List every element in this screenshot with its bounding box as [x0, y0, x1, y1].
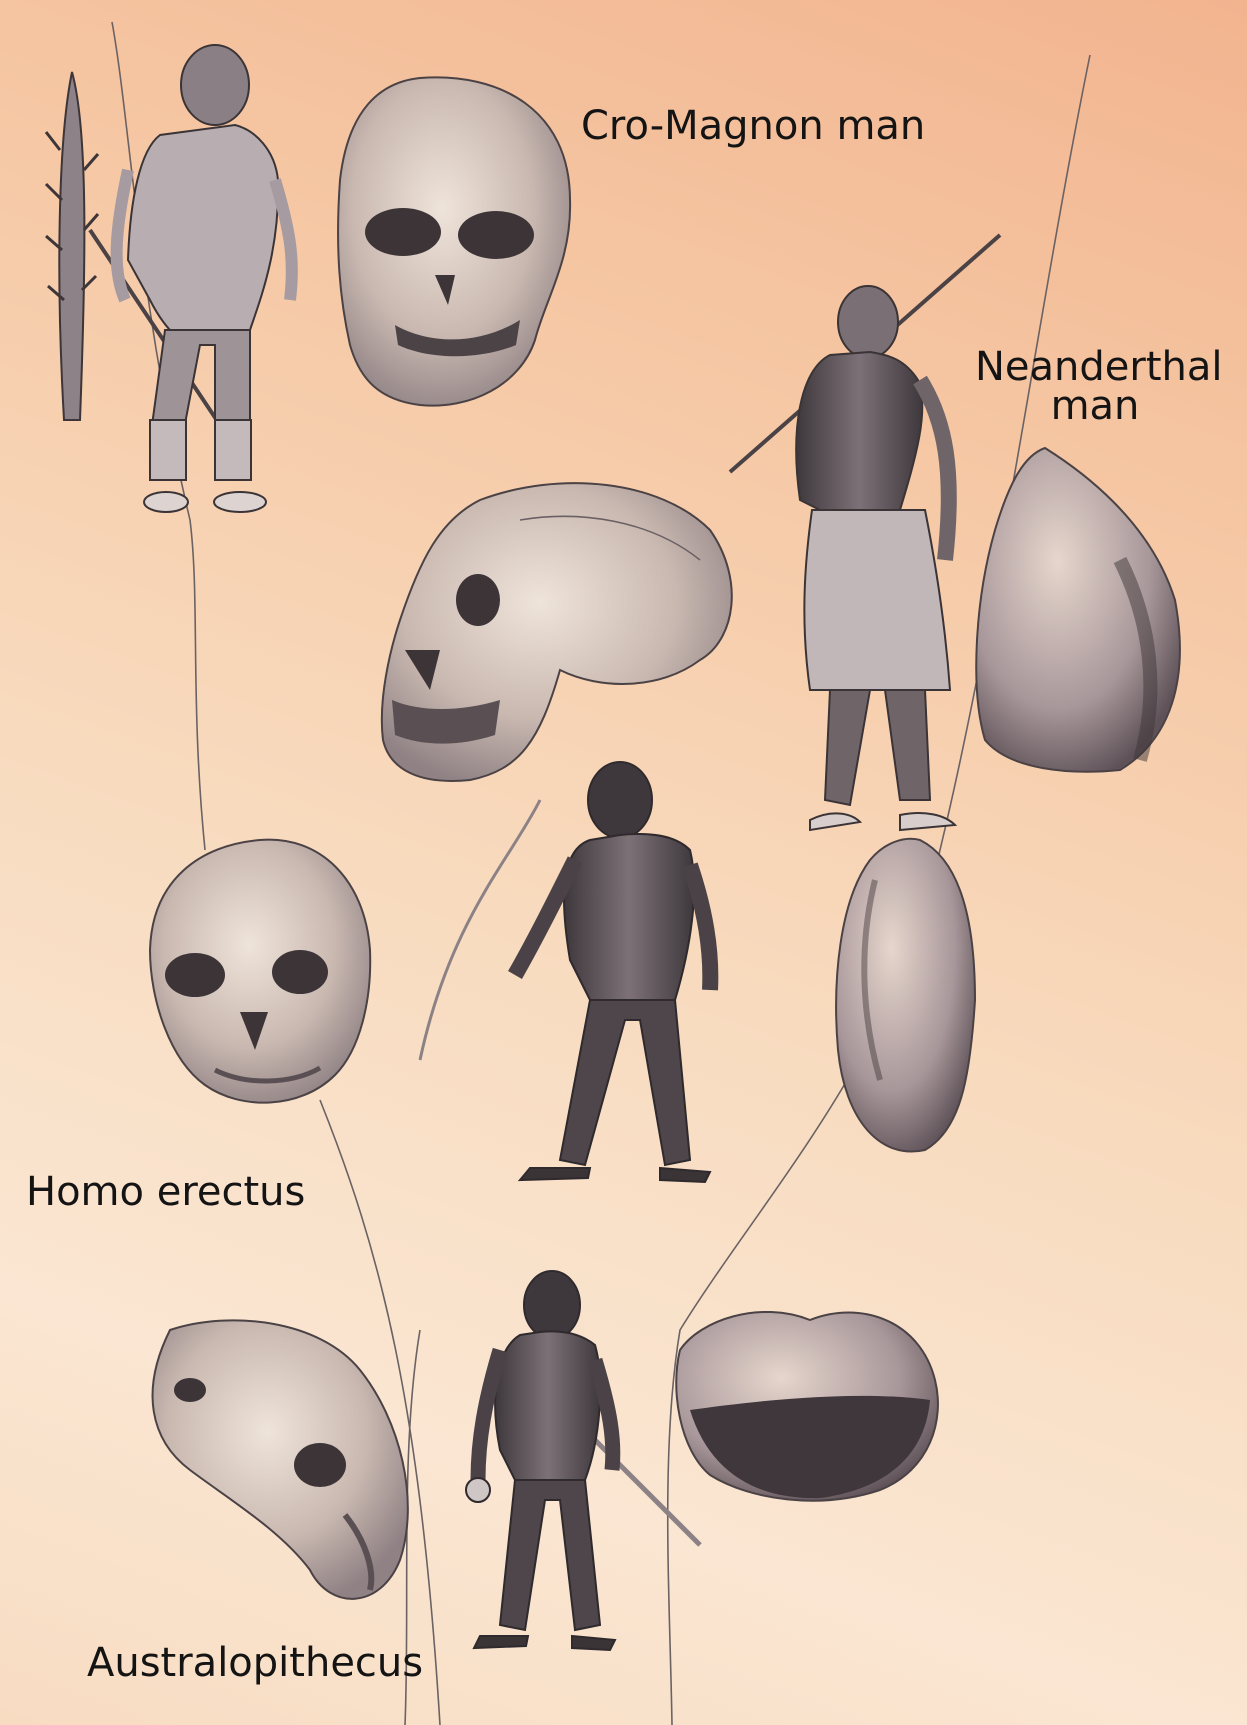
neanderthal-label: Neanderthal man	[975, 348, 1215, 426]
harpoon-icon	[46, 72, 98, 420]
australopithecus-figure-icon	[466, 1271, 700, 1650]
neanderthal-skull-icon	[382, 483, 732, 781]
australopithecus-skull-icon	[153, 1320, 408, 1599]
handaxe-icon	[976, 448, 1180, 772]
cro-magnon-skull-icon	[338, 77, 570, 405]
neanderthal-figure-icon	[730, 235, 1000, 830]
neanderthal-label-line1: Neanderthal	[975, 348, 1215, 387]
australopithecus-label: Australopithecus	[87, 1643, 423, 1683]
cro-magnon-label: Cro-Magnon man	[581, 106, 925, 146]
pebble-tool-icon	[676, 1312, 938, 1501]
homo-erectus-label: Homo erectus	[26, 1172, 305, 1212]
neanderthal-label-line2: man	[975, 387, 1215, 426]
cleaver-icon	[836, 839, 975, 1152]
homo-erectus-figure-icon	[420, 762, 710, 1182]
cro-magnon-figure-icon	[90, 45, 292, 512]
homo-erectus-skull-icon	[150, 840, 370, 1103]
